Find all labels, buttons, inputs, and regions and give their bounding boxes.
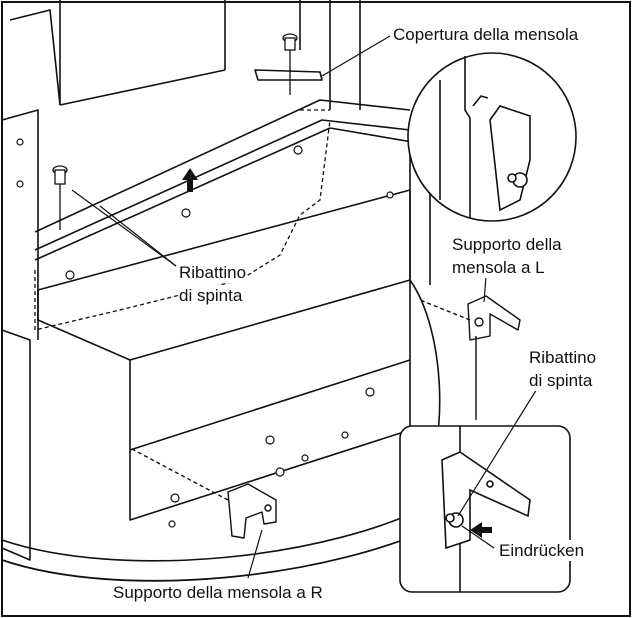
left-arrow-icon — [470, 522, 492, 538]
zoom-circle — [407, 52, 577, 222]
label-press: Eindrücken — [499, 540, 585, 561]
bracket-l — [419, 295, 521, 420]
callout-lines — [71, 35, 541, 579]
label-rivet-left-line2: di spinta — [179, 285, 243, 306]
zoom-box — [399, 425, 571, 593]
label-rivet-right-line2: di spinta — [529, 370, 593, 391]
push-rivet-left — [52, 165, 68, 230]
label-bracket-l-line1: Supporto della — [452, 234, 562, 255]
printer-body — [1, 0, 451, 582]
label-cover: Copertura della mensola — [393, 24, 579, 45]
bracket-r — [129, 447, 277, 539]
up-arrow-icon — [182, 168, 198, 192]
label-rivet-left-line1: Ribattino — [179, 262, 247, 283]
label-bracket-l-line2: mensola a L — [452, 257, 545, 278]
dashed-outline — [34, 109, 331, 331]
label-bracket-r: Supporto della mensola a R — [113, 582, 323, 603]
label-rivet-right-line1: Ribattino — [529, 347, 597, 368]
holes — [16, 138, 394, 528]
push-rivet-left-top — [282, 33, 298, 95]
